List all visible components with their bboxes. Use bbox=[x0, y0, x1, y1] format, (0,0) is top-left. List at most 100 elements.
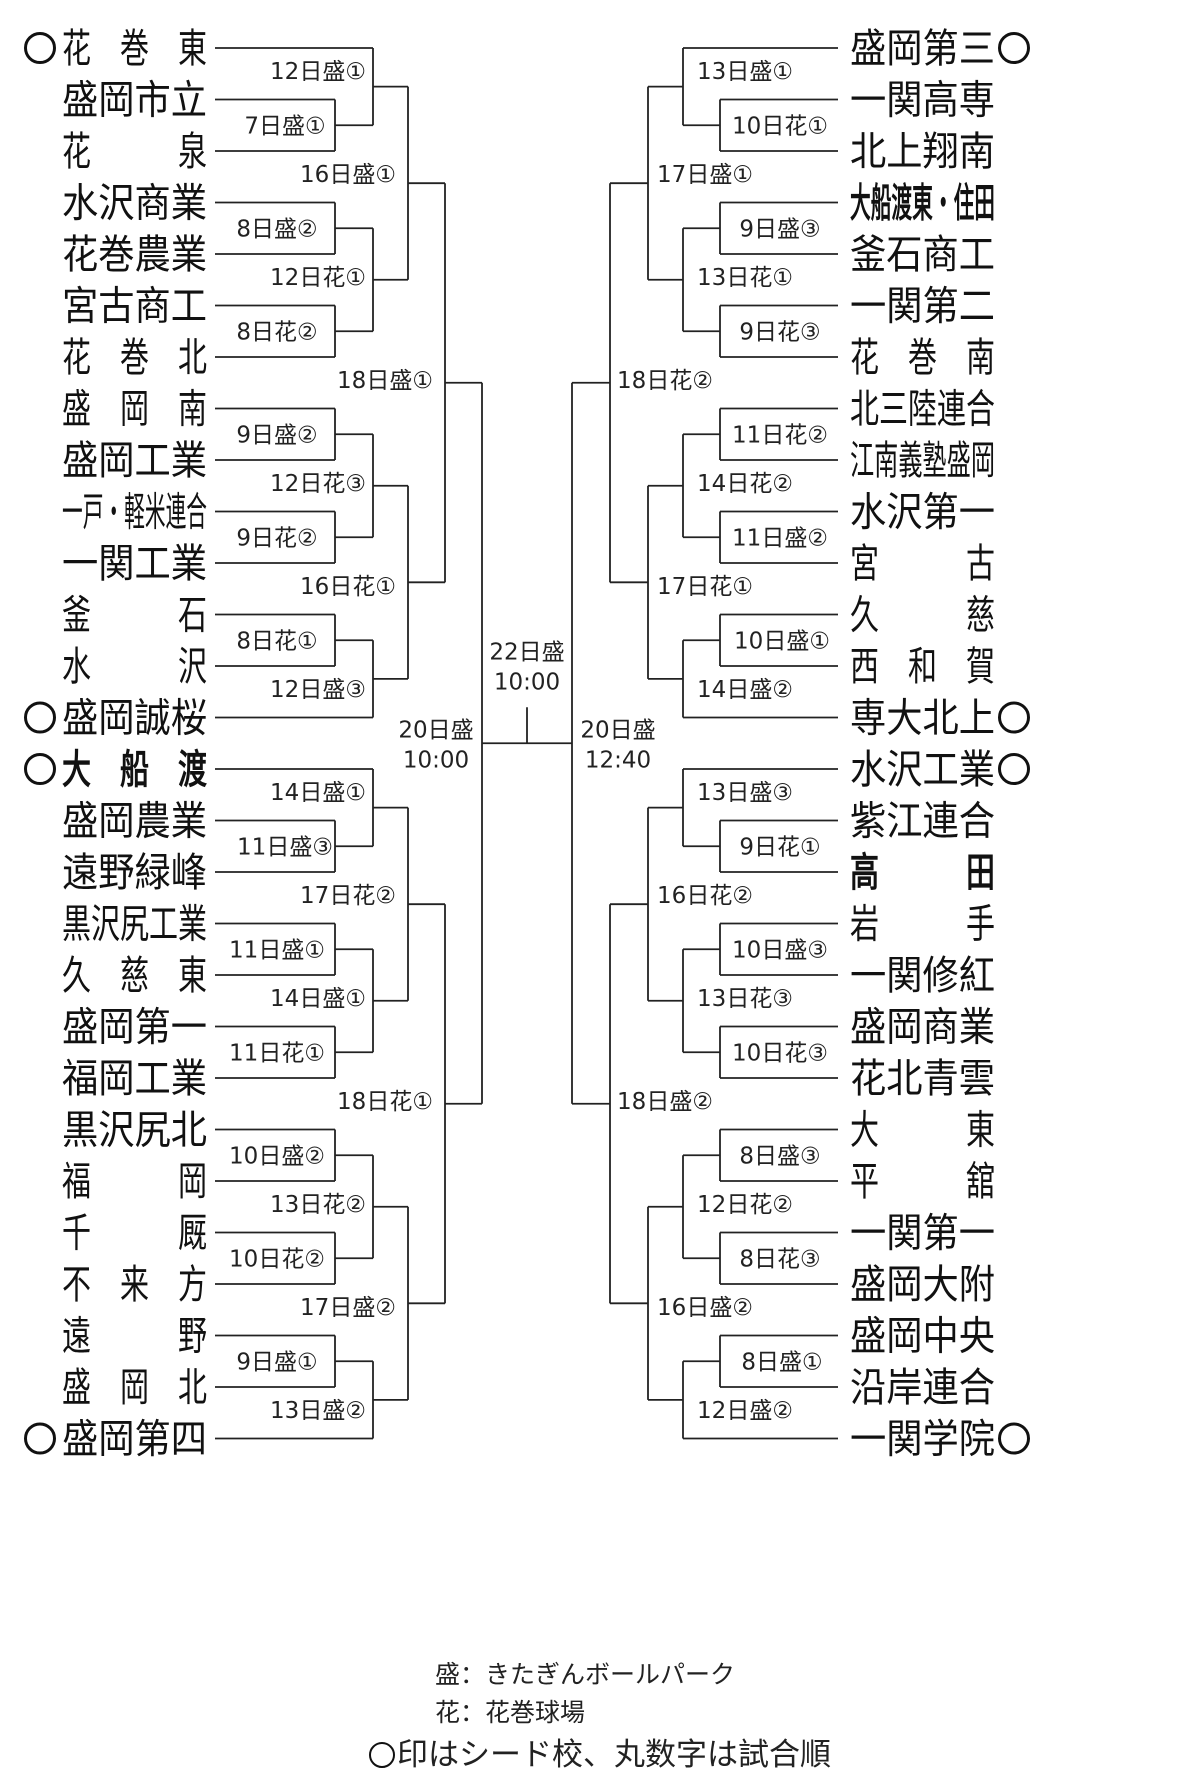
left-team-14: 大 船 渡 bbox=[62, 747, 207, 793]
right-team-3: 大船渡東・住田 bbox=[850, 181, 995, 227]
right-r1-label-7: 10日盛③ bbox=[732, 937, 828, 963]
left-r2-label-2: 12日花③ bbox=[270, 471, 366, 497]
left-r3-label-1: 16日花① bbox=[300, 574, 396, 600]
legend-venue-morioka: 盛：きたぎんボールパーク bbox=[435, 1660, 736, 1689]
right-r2-label-6: 12日花② bbox=[697, 1192, 793, 1218]
right-r2-label-7: 12日盛② bbox=[697, 1398, 793, 1424]
left-seed-circle-icon-0 bbox=[24, 32, 56, 64]
right-team-22: 平 舘 bbox=[850, 1159, 995, 1205]
left-r2-label-4: 14日盛① bbox=[270, 780, 366, 806]
left-team-2: 花 泉 bbox=[62, 129, 207, 175]
right-r1-label-1: 9日盛③ bbox=[739, 216, 820, 242]
right-team-8: 江南義塾盛岡 bbox=[850, 438, 995, 484]
right-r1-label-5: 10日盛① bbox=[734, 628, 830, 654]
left-r1-label-3: 9日盛② bbox=[236, 422, 317, 448]
left-team-9: 一戸・軽米連合 bbox=[62, 490, 207, 536]
left-r1-label-6: 11日盛③ bbox=[237, 834, 333, 860]
right-team-17: 岩 手 bbox=[850, 902, 995, 948]
right-team-19: 盛岡商業 bbox=[850, 1005, 995, 1051]
left-team-26: 盛 岡 北 bbox=[62, 1365, 207, 1411]
right-team-12: 西 和 賀 bbox=[850, 644, 995, 690]
left-seed-circle-icon-13 bbox=[24, 701, 56, 734]
left-r2-label-3: 12日盛③ bbox=[270, 677, 366, 703]
right-team-13: 専大北上 bbox=[850, 696, 995, 742]
right-r1-label-9: 8日盛③ bbox=[739, 1143, 820, 1169]
right-team-26: 沿岸連合 bbox=[850, 1365, 995, 1411]
final-time: 10:00 bbox=[494, 669, 560, 695]
left-team-12: 水 沢 bbox=[62, 644, 207, 690]
left-semi-time: 10:00 bbox=[403, 747, 469, 773]
left-team-0: 花 巻 東 bbox=[62, 26, 207, 72]
left-team-25: 遠 野 bbox=[62, 1314, 207, 1360]
right-r2-label-5: 13日花③ bbox=[697, 986, 793, 1012]
right-r2-label-4: 13日盛③ bbox=[697, 780, 793, 806]
left-team-24: 不 来 方 bbox=[62, 1262, 207, 1308]
left-team-13: 盛岡誠桜 bbox=[62, 696, 207, 742]
right-team-21: 大 東 bbox=[850, 1108, 995, 1154]
right-r1-label-8: 10日花③ bbox=[732, 1040, 828, 1066]
left-r4-label-0: 18日盛① bbox=[337, 368, 433, 394]
left-semi-label: 20日盛 bbox=[398, 717, 473, 743]
right-seed-circle-icon-14 bbox=[998, 753, 1030, 785]
left-r2-label-5: 14日盛① bbox=[270, 986, 366, 1012]
left-team-17: 黒沢尻工業 bbox=[62, 902, 207, 948]
right-seed-circle-icon-27 bbox=[998, 1422, 1030, 1455]
left-team-22: 福 岡 bbox=[62, 1159, 207, 1205]
left-team-7: 盛 岡 南 bbox=[62, 387, 207, 433]
right-r1-label-6: 9日花① bbox=[739, 834, 820, 860]
right-semi-time: 12:40 bbox=[585, 747, 651, 773]
right-r2-label-2: 14日花② bbox=[697, 471, 793, 497]
left-team-16: 遠野緑峰 bbox=[62, 850, 207, 896]
left-team-20: 福岡工業 bbox=[62, 1056, 207, 1102]
left-r2-label-6: 13日花② bbox=[270, 1192, 366, 1218]
right-team-0: 盛岡第三 bbox=[850, 26, 995, 72]
right-team-16: 高 田 bbox=[850, 850, 995, 896]
left-r3-label-0: 16日盛① bbox=[300, 162, 396, 188]
right-r2-label-1: 13日花① bbox=[697, 265, 793, 291]
left-r1-label-7: 11日盛① bbox=[229, 937, 325, 963]
right-r2-label-0: 13日盛① bbox=[697, 59, 793, 85]
right-team-1: 一関高専 bbox=[850, 78, 995, 124]
right-team-4: 釜石商工 bbox=[850, 232, 995, 278]
right-team-2: 北上翔南 bbox=[850, 129, 995, 175]
right-r1-label-3: 11日花② bbox=[732, 422, 828, 448]
right-team-5: 一関第二 bbox=[850, 284, 995, 330]
right-seed-circle-icon-0 bbox=[998, 32, 1030, 64]
final-label: 22日盛 bbox=[489, 639, 564, 665]
right-team-27: 一関学院 bbox=[850, 1417, 995, 1463]
right-team-9: 水沢第一 bbox=[850, 490, 995, 536]
left-r1-label-8: 11日花① bbox=[229, 1040, 325, 1066]
left-team-4: 花巻農業 bbox=[62, 232, 207, 278]
right-r3-label-3: 16日盛② bbox=[657, 1295, 753, 1321]
left-r1-label-9: 10日盛② bbox=[229, 1143, 325, 1169]
right-r1-label-11: 8日盛① bbox=[741, 1349, 822, 1375]
right-r4-label-1: 18日盛② bbox=[617, 1089, 713, 1115]
left-r2-label-0: 12日盛① bbox=[270, 59, 366, 85]
left-team-11: 釜 石 bbox=[62, 593, 207, 639]
right-r3-label-0: 17日盛① bbox=[657, 162, 753, 188]
left-seed-circle-icon-27 bbox=[24, 1422, 56, 1455]
left-team-1: 盛岡市立 bbox=[62, 78, 207, 124]
right-r4-label-0: 18日花② bbox=[617, 368, 713, 394]
left-seed-circle-icon-14 bbox=[24, 753, 56, 785]
left-r4-label-1: 18日花① bbox=[337, 1089, 433, 1115]
left-r1-label-2: 8日花② bbox=[236, 319, 317, 345]
right-team-10: 宮 古 bbox=[850, 541, 995, 587]
legend-venue-hanamaki: 花：花巻球場 bbox=[435, 1698, 586, 1727]
left-team-3: 水沢商業 bbox=[62, 181, 207, 227]
right-team-25: 盛岡中央 bbox=[850, 1314, 995, 1360]
left-team-10: 一関工業 bbox=[62, 541, 207, 587]
left-team-6: 花 巻 北 bbox=[62, 335, 207, 381]
right-team-24: 盛岡大附 bbox=[850, 1262, 995, 1308]
right-team-18: 一関修紅 bbox=[850, 953, 995, 999]
right-r1-label-10: 8日花③ bbox=[739, 1246, 820, 1272]
right-r1-label-4: 11日盛② bbox=[732, 525, 828, 551]
right-semi-label: 20日盛 bbox=[580, 717, 655, 743]
left-r2-label-1: 12日花① bbox=[270, 265, 366, 291]
left-team-21: 黒沢尻北 bbox=[62, 1108, 207, 1154]
left-r3-label-2: 17日花② bbox=[300, 883, 396, 909]
left-r1-label-5: 8日花① bbox=[236, 628, 317, 654]
left-r1-label-4: 9日花② bbox=[236, 525, 317, 551]
